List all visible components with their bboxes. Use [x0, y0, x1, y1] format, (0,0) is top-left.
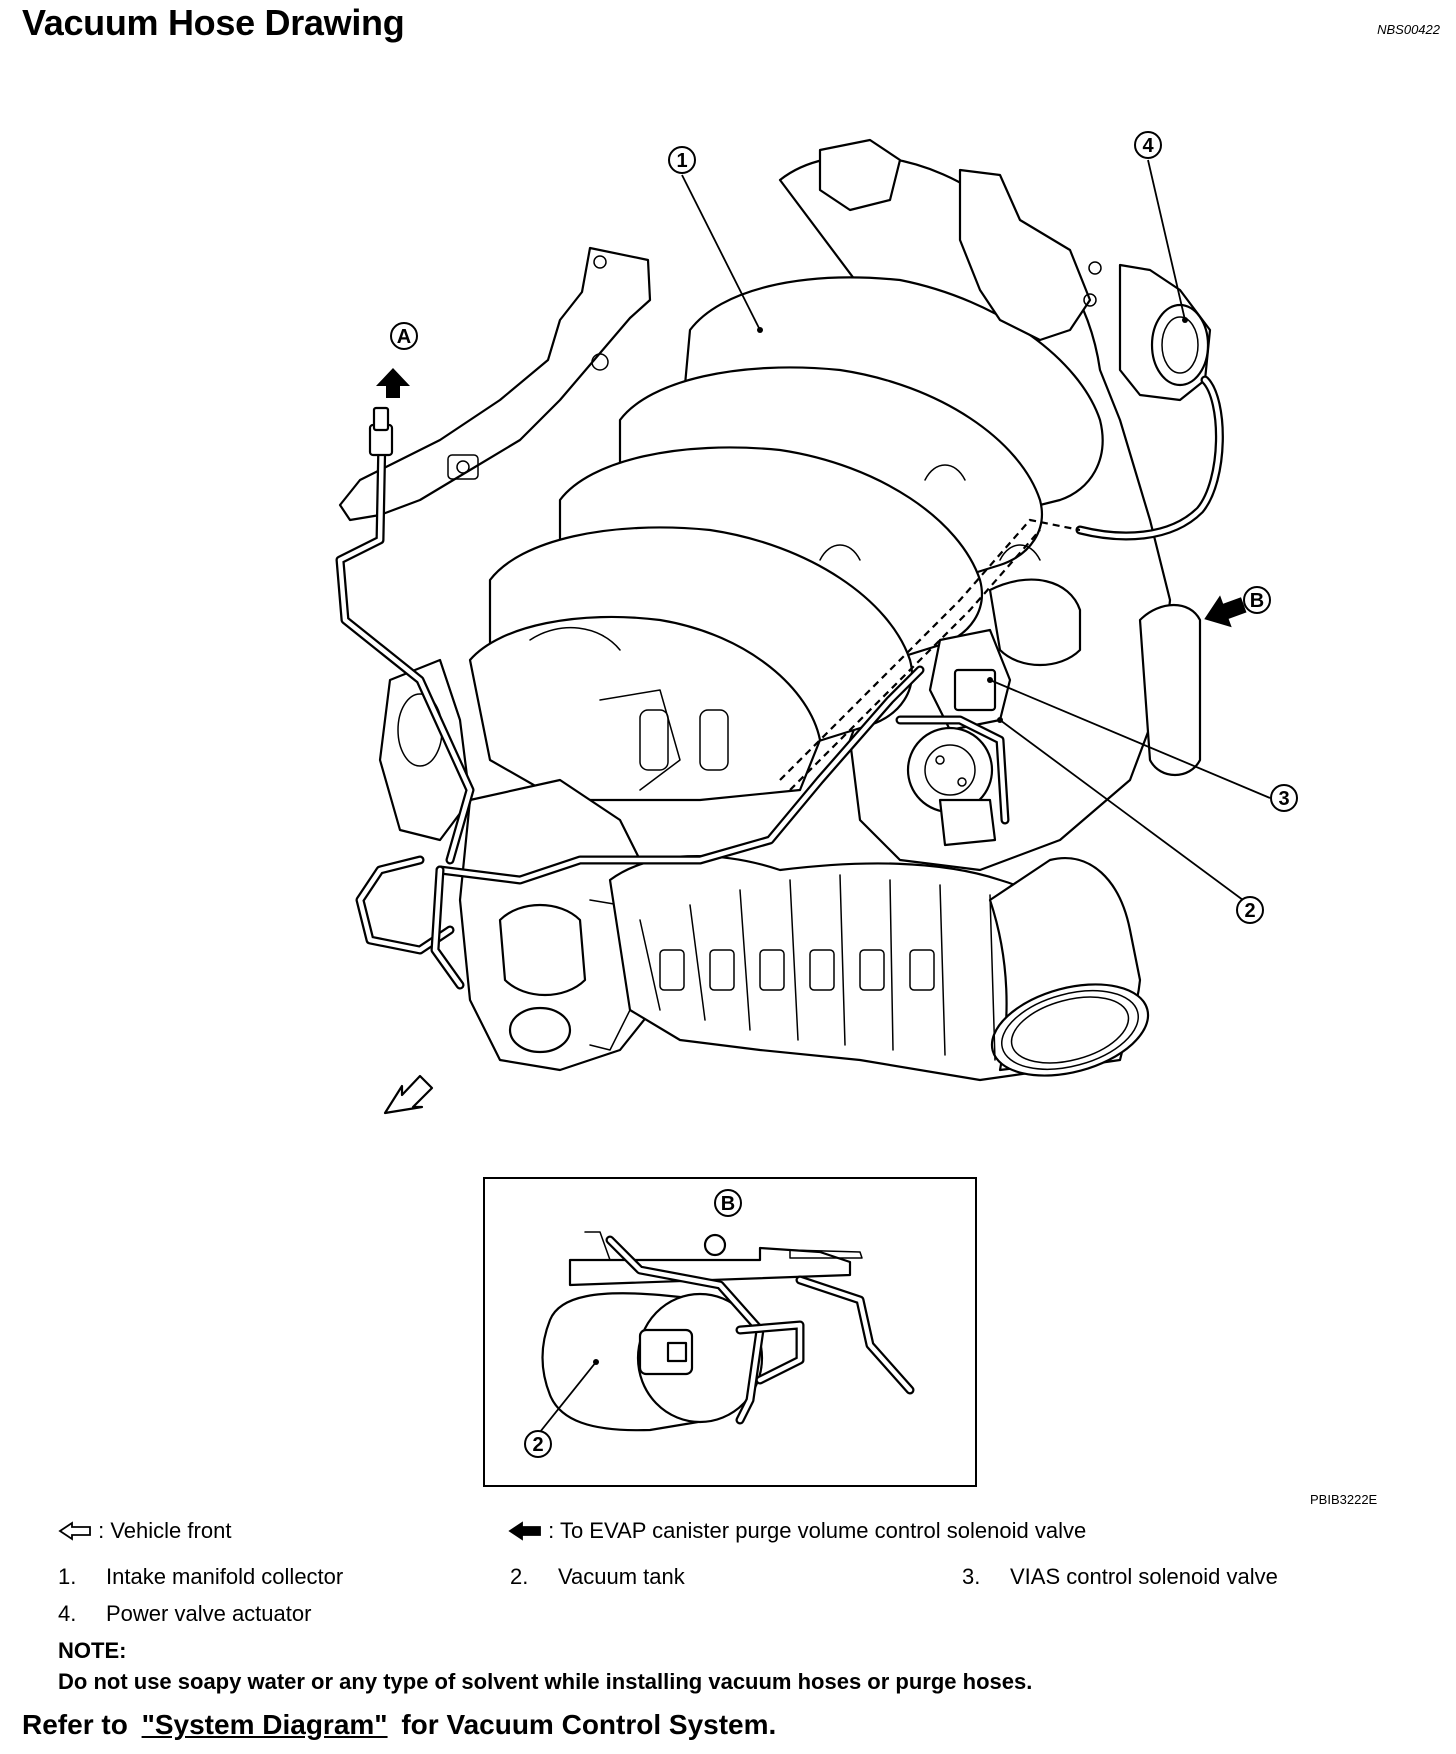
inset-callout-b: B: [714, 1189, 742, 1217]
legend-item-number: 4.: [58, 1601, 77, 1626]
callout-b: B: [1243, 586, 1271, 614]
legend-item-number: 1.: [58, 1564, 77, 1589]
page-title: Vacuum Hose Drawing: [22, 2, 405, 43]
outline-arrow-left-icon: [58, 1521, 91, 1541]
note-label: NOTE:: [58, 1638, 127, 1663]
legend-item-number: 3.: [962, 1564, 981, 1589]
inset-callout-2: 2: [524, 1430, 552, 1458]
legend-evap: : To EVAP canister purge volume control …: [508, 1518, 1086, 1544]
legend-item-4: 4. Power valve actuator: [58, 1601, 311, 1627]
callout-a: A: [390, 322, 418, 350]
callout-3-label: 3: [1278, 788, 1289, 810]
legend-item-label: Power valve actuator: [106, 1601, 312, 1626]
callout-b-label: B: [1250, 590, 1264, 612]
refer-suffix: for Vacuum Control System.: [401, 1709, 777, 1740]
arrow-b-icon: [1204, 595, 1247, 628]
inset-view-b: B 2: [483, 1177, 977, 1487]
legend-item-number: 2.: [510, 1564, 529, 1589]
legend-item-3: 3. VIAS control solenoid valve: [962, 1564, 1278, 1590]
refer-line: Refer to "System Diagram" for Vacuum Con…: [22, 1709, 776, 1741]
callout-4-label: 4: [1142, 135, 1154, 157]
refer-prefix: Refer to: [22, 1709, 128, 1740]
arrow-a-icon: [376, 368, 410, 398]
engine-illustration: [338, 138, 1212, 1082]
vehicle-front-arrow-icon: [383, 1074, 434, 1115]
callout-2-label: 2: [1244, 900, 1255, 922]
figure-code: PBIB3222E: [1310, 1492, 1378, 1507]
system-diagram-link[interactable]: "System Diagram": [141, 1709, 388, 1740]
callout-1: 1: [668, 146, 696, 174]
callout-1-label: 1: [676, 150, 687, 172]
callout-a-label: A: [397, 326, 411, 348]
legend-item-label: Vacuum tank: [558, 1564, 685, 1589]
legend-evap-label: : To EVAP canister purge volume control …: [548, 1518, 1087, 1543]
legend-item-label: VIAS control solenoid valve: [1010, 1564, 1278, 1589]
legend-item-label: Intake manifold collector: [106, 1564, 344, 1589]
legend-item-1: 1. Intake manifold collector: [58, 1564, 343, 1590]
vacuum-hoses: [335, 375, 1224, 990]
callout-2: 2: [1236, 896, 1264, 924]
note-text: Do not use soapy water or any type of so…: [58, 1669, 1033, 1694]
solid-arrow-left-icon: [508, 1521, 541, 1541]
callout-3: 3: [1270, 784, 1298, 812]
legend-vehicle-front: : Vehicle front: [58, 1518, 231, 1544]
callout-4: 4: [1134, 131, 1162, 159]
inset-callout-b-label: B: [721, 1193, 735, 1215]
leader-lines: [681, 159, 1271, 904]
document-code: NBS00422: [1377, 22, 1440, 37]
legend-item-2: 2. Vacuum tank: [510, 1564, 685, 1590]
engine-vacuum-hose-diagram: 1 4 A B 3 2 B: [335, 131, 1298, 1487]
legend-vehicle-front-label: : Vehicle front: [98, 1518, 232, 1543]
inset-callout-2-label: 2: [532, 1434, 543, 1456]
